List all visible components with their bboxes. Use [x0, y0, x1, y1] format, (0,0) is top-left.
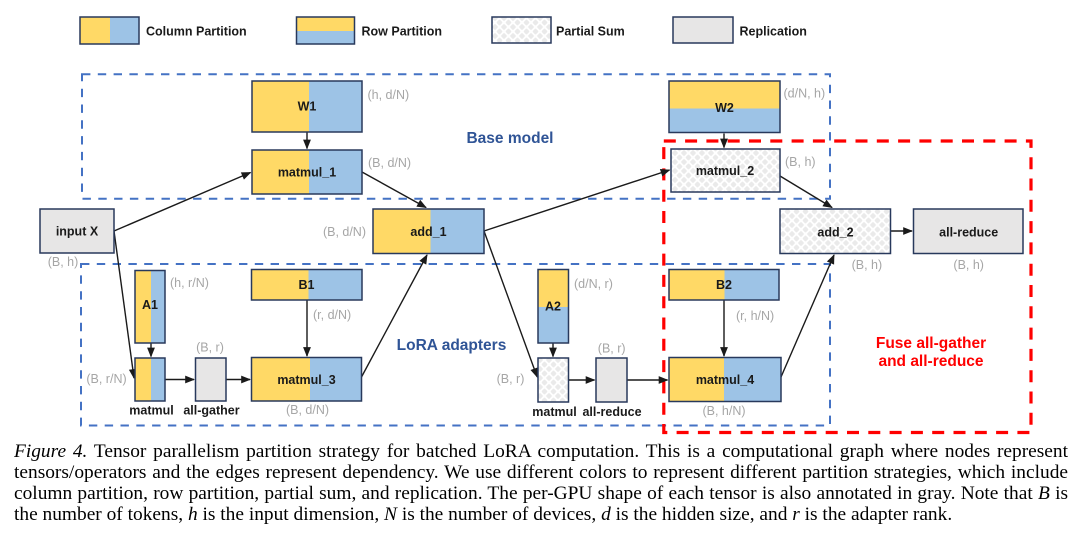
- svg-text:(r, h/N): (r, h/N): [736, 309, 774, 323]
- svg-text:(B, r): (B, r): [196, 341, 224, 355]
- svg-text:B2: B2: [716, 278, 732, 292]
- svg-text:matmul_3: matmul_3: [277, 373, 335, 387]
- svg-text:all-reduce: all-reduce: [582, 405, 641, 419]
- svg-text:(B, h): (B, h): [953, 258, 984, 272]
- svg-text:(B, h): (B, h): [48, 255, 79, 269]
- svg-text:matmul: matmul: [532, 405, 576, 419]
- svg-text:LoRA adapters: LoRA adapters: [397, 337, 507, 354]
- svg-text:A1: A1: [142, 298, 158, 312]
- svg-text:(B, d/N): (B, d/N): [323, 225, 366, 239]
- svg-text:matmul_2: matmul_2: [696, 164, 754, 178]
- svg-text:Row Partition: Row Partition: [362, 25, 443, 39]
- svg-text:Fuse all-gather: Fuse all-gather: [876, 335, 986, 352]
- svg-text:add_2: add_2: [817, 226, 853, 240]
- svg-text:Replication: Replication: [740, 25, 807, 39]
- svg-text:(h, d/N): (h, d/N): [368, 88, 410, 102]
- svg-text:input X: input X: [56, 225, 99, 239]
- svg-text:Partial Sum: Partial Sum: [556, 25, 625, 39]
- svg-text:matmul_1: matmul_1: [278, 166, 336, 180]
- svg-text:(B, r/N): (B, r/N): [86, 372, 126, 386]
- svg-text:matmul: matmul: [129, 404, 173, 418]
- svg-text:(h, r/N): (h, r/N): [170, 276, 209, 290]
- svg-text:Column Partition: Column Partition: [146, 25, 247, 39]
- svg-text:(B, h): (B, h): [785, 155, 816, 169]
- svg-text:(d/N, h): (d/N, h): [784, 87, 826, 101]
- svg-text:(d/N, r): (d/N, r): [574, 277, 613, 291]
- svg-text:(r, d/N): (r, d/N): [313, 308, 351, 322]
- svg-text:W2: W2: [715, 101, 734, 115]
- svg-text:(B, r): (B, r): [497, 372, 525, 386]
- svg-text:all-reduce: all-reduce: [939, 226, 998, 240]
- svg-text:B1: B1: [299, 278, 315, 292]
- svg-text:add_1: add_1: [410, 225, 446, 239]
- svg-text:Base model: Base model: [466, 130, 553, 147]
- svg-text:(B, r): (B, r): [598, 342, 626, 356]
- svg-text:(B, h): (B, h): [852, 258, 883, 272]
- svg-text:all-gather: all-gather: [183, 404, 239, 418]
- svg-text:(B, d/N): (B, d/N): [286, 403, 329, 417]
- svg-text:A2: A2: [545, 300, 561, 314]
- svg-text:W1: W1: [298, 100, 317, 114]
- svg-text:and all-reduce: and all-reduce: [878, 353, 983, 370]
- svg-text:matmul_4: matmul_4: [696, 373, 754, 387]
- svg-text:(B, h/N): (B, h/N): [702, 404, 745, 418]
- svg-text:(B, d/N): (B, d/N): [368, 156, 411, 170]
